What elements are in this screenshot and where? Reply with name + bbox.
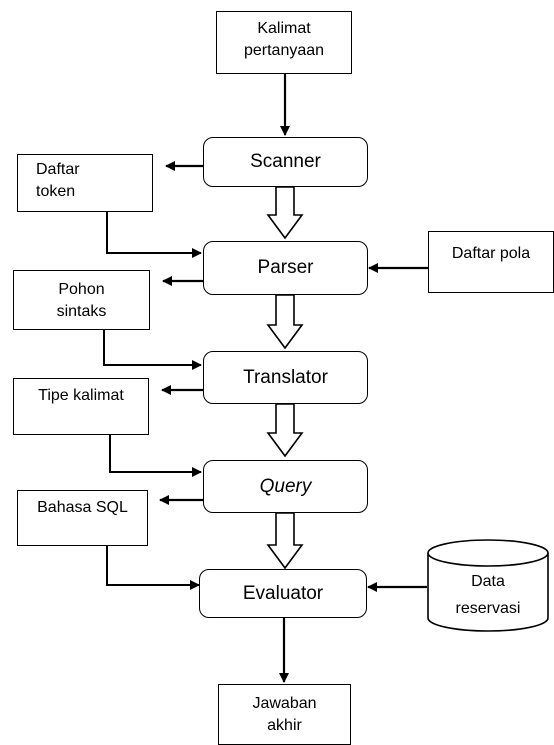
daftar-pola-label: Daftar pola — [451, 245, 531, 262]
daftar-token-box: Daftar token — [17, 154, 153, 212]
pohon-sintaks-line2: sintaks — [56, 303, 107, 320]
hollow-arrow-scanner-parser — [266, 186, 304, 240]
output-line2: akhir — [267, 717, 302, 734]
hollow-arrow-query-evaluator — [266, 512, 304, 570]
arrow-sql-to-evaluator — [106, 546, 200, 590]
input-line1: Kalimat — [257, 20, 311, 37]
bahasa-sql-box: Bahasa SQL — [17, 490, 148, 546]
tipe-kalimat-label: Tipe kalimat — [38, 387, 124, 404]
database-cylinder — [427, 539, 549, 632]
input-line2: pertanyaan — [243, 42, 325, 59]
pohon-sintaks-box: Pohon sintaks — [13, 270, 150, 330]
pohon-sintaks-line1: Pohon — [58, 281, 105, 298]
daftar-pola-box: Daftar pola — [428, 231, 554, 293]
translator-label: Translator — [243, 366, 328, 388]
arrow-type-to-query — [109, 435, 202, 477]
database-line2: reservasi — [455, 600, 521, 617]
arrow-token-to-parser — [106, 212, 202, 258]
hollow-arrow-parser-translator — [266, 294, 304, 350]
bahasa-sql-label: Bahasa SQL — [37, 499, 128, 516]
query-label: Query — [259, 475, 312, 497]
daftar-token-line1: Daftar — [36, 161, 80, 178]
query-box: Query — [203, 460, 368, 513]
evaluator-label: Evaluator — [242, 582, 324, 604]
database-line1: Data — [471, 573, 505, 590]
tipe-kalimat-box: Tipe kalimat — [13, 378, 149, 435]
input-box: Kalimat pertanyaan — [216, 11, 352, 74]
database-label: Data reservasi — [428, 568, 548, 622]
scanner-box: Scanner — [203, 137, 368, 187]
parser-box: Parser — [203, 241, 368, 295]
hollow-arrow-translator-query — [266, 403, 304, 458]
output-box: Jawaban akhir — [218, 684, 351, 745]
output-line1: Jawaban — [252, 695, 317, 712]
translator-box: Translator — [203, 351, 368, 404]
arrow-syntax-to-translator — [103, 330, 202, 370]
scanner-label: Scanner — [250, 151, 321, 172]
evaluator-box: Evaluator — [199, 569, 367, 618]
parser-label: Parser — [257, 257, 314, 278]
daftar-token-line2: token — [36, 183, 76, 200]
